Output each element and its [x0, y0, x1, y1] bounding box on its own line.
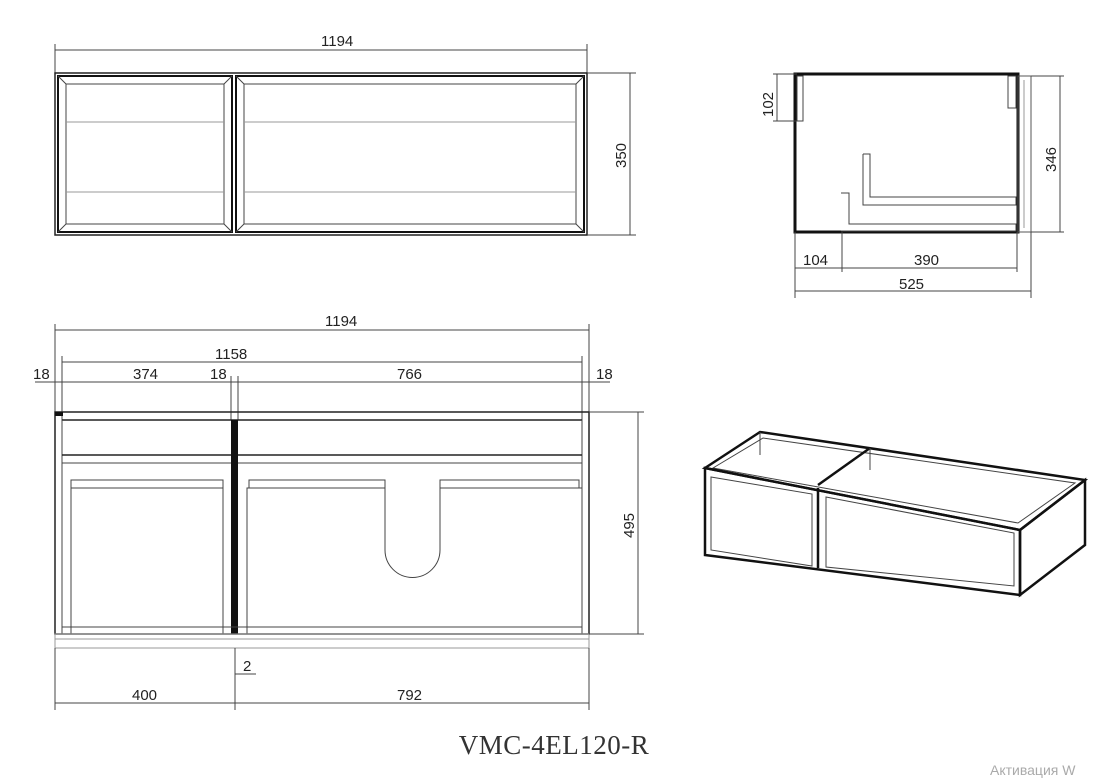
isometric-view — [701, 430, 1089, 598]
dim-left-side: 18 — [33, 366, 50, 383]
dim-right-drawer: 792 — [397, 687, 422, 704]
dim-front-inner-width: 1158 — [215, 346, 247, 363]
top-view: 1194 350 — [54, 33, 636, 236]
dim-divider: 18 — [210, 366, 227, 383]
dim-top-height: 350 — [613, 143, 630, 168]
dim-side-drawer-depth: 390 — [914, 252, 939, 269]
side-view: 102 346 104 390 525 — [760, 72, 1064, 298]
dim-right-side: 18 — [596, 366, 613, 383]
dim-side-front-offset: 104 — [803, 252, 828, 269]
front-view: 1194 1158 18 374 18 766 18 495 — [33, 313, 644, 710]
model-title: VMC-4EL120-R — [458, 730, 650, 760]
dim-left-drawer: 400 — [132, 687, 157, 704]
dim-left-compartment: 374 — [133, 366, 158, 383]
activation-watermark: Активация W — [990, 762, 1076, 778]
dim-side-depth: 525 — [899, 276, 924, 293]
dim-right-compartment: 766 — [397, 366, 422, 383]
dim-front-height: 495 — [621, 513, 638, 538]
dim-side-height: 346 — [1043, 147, 1060, 172]
dim-side-top-offset: 102 — [760, 92, 777, 117]
dim-front-overall-width: 1194 — [325, 313, 357, 330]
dim-gap: 2 — [243, 658, 251, 675]
dim-top-width: 1194 — [321, 33, 353, 50]
